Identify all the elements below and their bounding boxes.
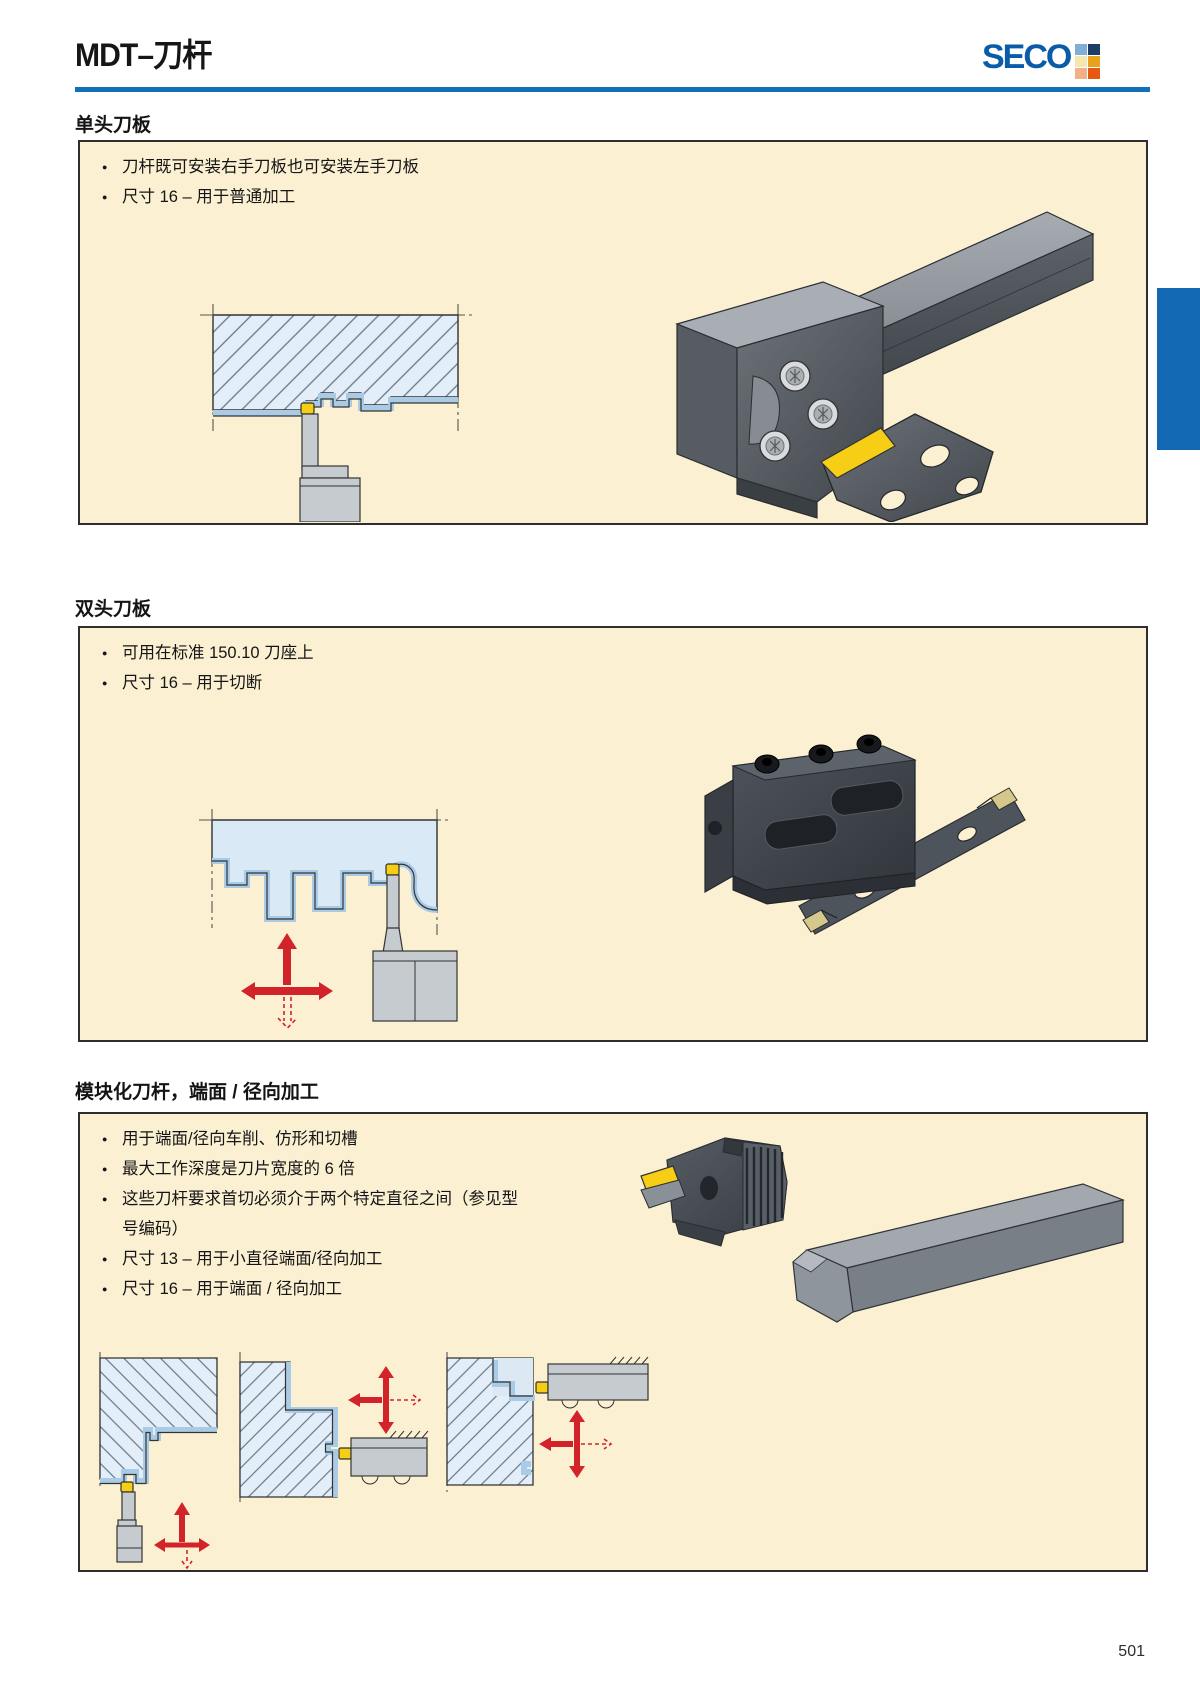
- feed-direction-arrows: [348, 1366, 422, 1434]
- blade-shaft: [121, 1491, 136, 1525]
- panel-modular: 用于端面/径向车削、仿形和切槽 最大工作深度是刀片宽度的 6 倍 这些刀杆要求首…: [78, 1112, 1148, 1572]
- seco-logo-squares-icon: [1075, 44, 1101, 79]
- clamp-screw: [759, 430, 791, 462]
- blade-shaft: [301, 413, 319, 471]
- cutting-insert: [385, 863, 400, 876]
- seco-logo-text: SECO: [982, 38, 1072, 76]
- section-heading-double-blade: 双头刀板: [75, 599, 152, 620]
- cutting-insert: [802, 909, 830, 933]
- set-screw: [808, 744, 834, 764]
- thread-serration: [389, 1430, 429, 1439]
- tool-body: [299, 477, 361, 522]
- bullet-item: 最大工作深度是刀片宽度的 6 倍: [102, 1154, 534, 1184]
- clamping-block: [704, 734, 917, 905]
- bullet-list: 刀杆既可安装右手刀板也可安装左手刀板 尺寸 16 – 用于普通加工: [102, 152, 419, 212]
- section-heading-modular: 模块化刀杆，端面 / 径向加工: [75, 1082, 319, 1103]
- cutting-insert: [120, 1481, 134, 1493]
- tool-foot-arc: [597, 1399, 615, 1409]
- clamp-screw: [779, 360, 811, 392]
- clamp-slot: [764, 780, 904, 850]
- page-number: 501: [1118, 1643, 1145, 1660]
- tool-body: [350, 1437, 428, 1477]
- cutting-insert: [300, 402, 315, 415]
- bullet-list: 可用在标准 150.10 刀座上 尺寸 16 – 用于切断: [102, 638, 314, 698]
- modular-head-and-shank-3d-illustration: [640, 1137, 1125, 1323]
- logo-square: [1088, 44, 1101, 55]
- logo-square: [1075, 44, 1088, 55]
- set-screw: [856, 734, 882, 754]
- logo-square: [1088, 56, 1101, 67]
- page-edge-tab: [1157, 288, 1200, 450]
- cutting-insert: [990, 787, 1018, 811]
- header-divider: [75, 87, 1150, 92]
- bullet-item: 可用在标准 150.10 刀座上: [102, 638, 314, 668]
- bullet-item: 这些刀杆要求首切必须介于两个特定直径之间（参见型号编码）: [102, 1184, 534, 1244]
- bullet-item: 用于端面/径向车削、仿形和切槽: [102, 1124, 534, 1154]
- page-title: MDT–刀杆: [75, 37, 212, 73]
- tool-body: [116, 1525, 143, 1563]
- feed-direction-arrows: [154, 1502, 210, 1570]
- bullet-item: 尺寸 13 – 用于小直径端面/径向加工: [102, 1244, 534, 1274]
- thread-serration: [609, 1356, 649, 1365]
- blade-taper: [382, 927, 404, 954]
- cutting-insert: [820, 427, 896, 479]
- tool-foot-arc: [361, 1475, 379, 1485]
- profiling-cross-section-diagram: [199, 809, 458, 1030]
- clamp-screw: [807, 398, 839, 430]
- bullet-item: 尺寸 16 – 用于切断: [102, 668, 314, 698]
- tool-foot-arc: [561, 1399, 579, 1409]
- cutting-insert: [535, 1381, 549, 1394]
- face-radial-application-diagrams: [99, 1352, 649, 1570]
- section-heading-single-blade: 单头刀板: [75, 115, 152, 136]
- block-and-double-blade-3d-illustration: [704, 734, 1026, 935]
- panel-single-blade: 刀杆既可安装右手刀板也可安装左手刀板 尺寸 16 – 用于普通加工: [78, 140, 1148, 525]
- diagram-face-turning: [239, 1352, 429, 1504]
- tool-foot-arc: [393, 1475, 411, 1485]
- panel-double-blade: 可用在标准 150.10 刀座上 尺寸 16 – 用于切断: [78, 626, 1148, 1042]
- modular-shank: [792, 1183, 1125, 1323]
- blade-with-insert: [820, 413, 994, 522]
- feed-direction-arrows: [539, 1410, 613, 1478]
- seco-logo: SECO: [982, 38, 1101, 79]
- modular-cutting-head: [640, 1137, 788, 1247]
- logo-square: [1075, 56, 1088, 67]
- blade-step: [301, 465, 349, 479]
- toolholder-3d-illustration: [675, 211, 1095, 522]
- bullet-item: 刀杆既可安装右手刀板也可安装左手刀板: [102, 152, 419, 182]
- set-screw: [754, 754, 780, 774]
- logo-square: [1088, 68, 1101, 79]
- workpiece-profile: [211, 819, 438, 920]
- machined-band-edge: [212, 860, 438, 920]
- workpiece-hatched: [99, 1357, 218, 1480]
- bullet-item: 尺寸 16 – 用于端面 / 径向加工: [102, 1274, 534, 1304]
- bullet-item: 尺寸 16 – 用于普通加工: [102, 182, 419, 212]
- diagram-axial-grooving: [99, 1352, 218, 1570]
- blade-shaft: [386, 874, 400, 932]
- logo-square: [1075, 68, 1088, 79]
- tool-body: [547, 1363, 649, 1401]
- diagram-radial-grooving: [446, 1352, 649, 1492]
- cutting-insert: [338, 1447, 352, 1460]
- grooving-cross-section-diagram: [200, 304, 472, 522]
- feed-direction-arrows: [241, 933, 333, 1030]
- bullet-list: 用于端面/径向车削、仿形和切槽 最大工作深度是刀片宽度的 6 倍 这些刀杆要求首…: [102, 1124, 534, 1304]
